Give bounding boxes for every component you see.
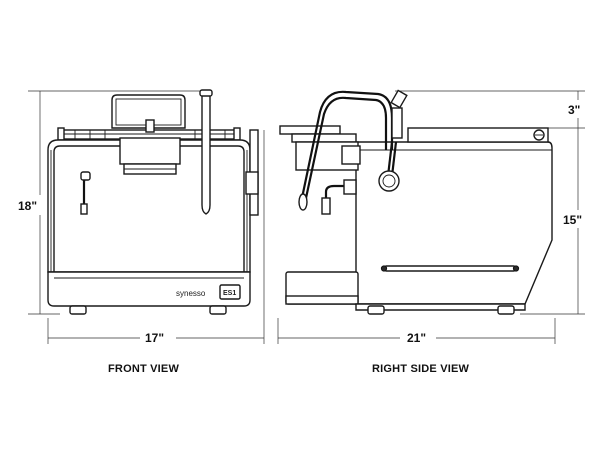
front-width-label: 17" [145, 331, 164, 345]
brand-name: synesso [176, 289, 206, 298]
front-view-drawing: synesso ES1 18" 17" FRONT VIEW [18, 89, 265, 375]
side-view-drawing: 3" 15" 21" RIGHT SIDE VIEW [277, 89, 585, 375]
brand-badge: ES1 [223, 290, 236, 297]
front-view-title: FRONT VIEW [108, 363, 179, 375]
side-depth-label: 21" [407, 331, 426, 345]
side-view-title: RIGHT SIDE VIEW [372, 363, 470, 375]
side-top-label: 3" [568, 103, 580, 117]
side-height-label: 15" [563, 213, 582, 227]
front-height-label: 18" [18, 199, 37, 213]
